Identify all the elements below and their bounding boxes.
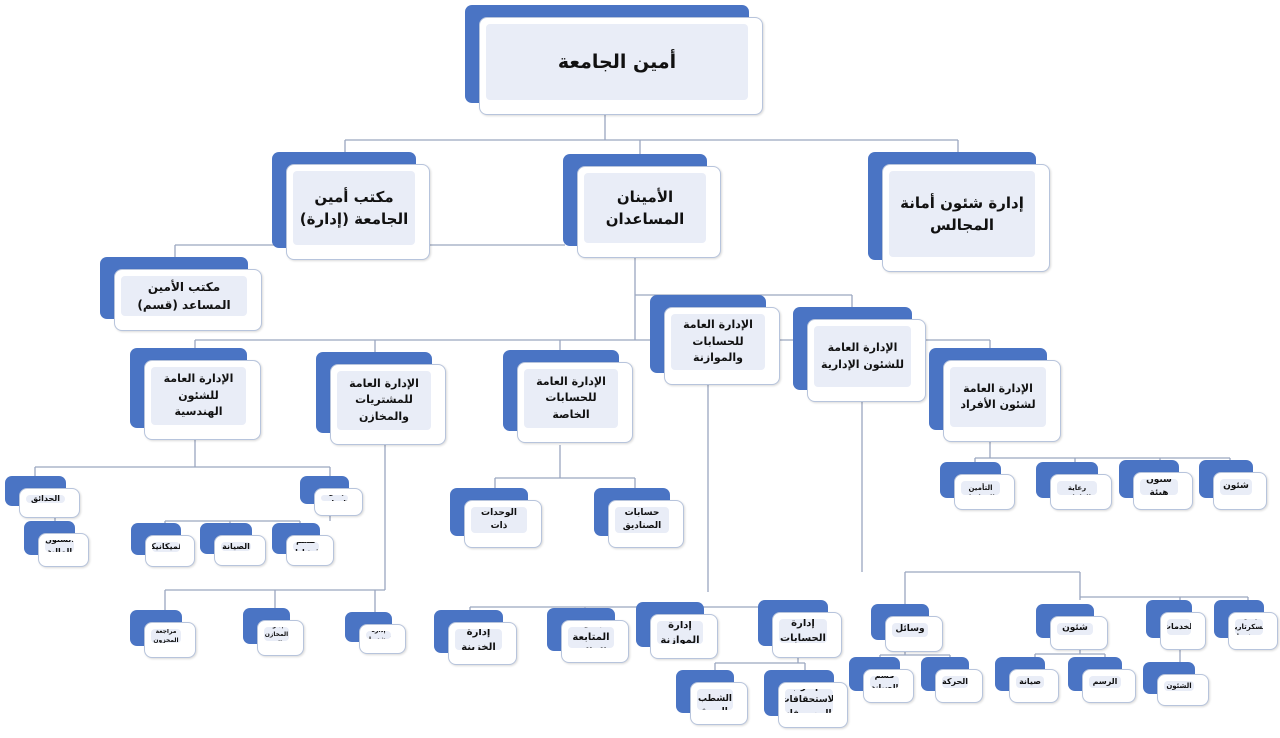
node-hq-affairs: إدارة شئون المقر bbox=[1036, 604, 1108, 650]
node-budget: إدارة الموازنة bbox=[636, 602, 718, 659]
node-finance-admin-section: قسم الشئون المالية والإدارية bbox=[24, 521, 89, 567]
node-movement-operation: قسم الحركة والتشغيل bbox=[921, 657, 983, 703]
node-accounts-budget: الإدارة العامة للحسابات والموازنة bbox=[650, 295, 780, 385]
node-assistant-office: مكتب الأمين المساعد (قسم) bbox=[100, 257, 262, 331]
node-insurance-pensions: إدارة التأمين والمعاشات bbox=[940, 462, 1015, 510]
node-personnel-affairs: الإدارة العامة لشئون الأفراد bbox=[929, 348, 1061, 442]
node-employees-affairs: إدارة شئون العاملين bbox=[1199, 460, 1267, 510]
node-university-secretary: أمين الجامعة bbox=[465, 5, 763, 115]
node-mech-elec: قسم الميكانيكا والكهرباء bbox=[131, 523, 195, 567]
node-councils-affairs: إدارة شئون أمانة المجالس bbox=[868, 152, 1050, 272]
node-transport: إدارة وسائل النقل bbox=[871, 604, 943, 652]
node-buildings: إدارة المباني bbox=[300, 476, 363, 516]
node-secretariat: إدارة السكرتارية والمحفوظات bbox=[1214, 600, 1278, 650]
node-internal-services: إدارة الخدمات الداخلية bbox=[1146, 600, 1206, 650]
node-write-off: قسم الشطب والصرف bbox=[676, 670, 748, 725]
node-secretary-office: مكتب أمين الجامعة (إدارة) bbox=[272, 152, 430, 260]
node-funds-accounts: إدارة حسابات الصناديق الخاصة bbox=[594, 488, 684, 548]
node-faculty-affairs: إدارة شئون هيئة التدريس bbox=[1119, 460, 1193, 510]
node-construction: قسم الإنشاءات bbox=[272, 523, 334, 566]
node-assistant-secretaries: الأمينان المساعدان bbox=[563, 154, 721, 258]
node-maintenance-repairs: قسم الصيانة والترميمات bbox=[200, 523, 266, 566]
node-special-accounts: الإدارة العامة للحسابات الخاصة bbox=[503, 350, 633, 443]
node-maintenance: قسم الصيانة bbox=[849, 657, 914, 703]
node-treasury: إدارة الخزينة bbox=[434, 610, 517, 665]
node-building-maintenance: قسم صيانة المبنى bbox=[995, 657, 1059, 703]
node-entitlements-review: قسم مراجعة الاستحقاقات والمصروفات bbox=[764, 670, 848, 728]
node-stores-custody: إدارة المخازن والعهد bbox=[243, 608, 304, 656]
node-financial-followup: إدارة المتابعة المالية bbox=[547, 608, 629, 663]
node-accounts: إدارة الحسابات bbox=[758, 600, 842, 658]
node-admin-affairs: الإدارة العامة للشئون الإدارية bbox=[793, 307, 926, 402]
node-engineering-affairs: الإدارة العامة للشئون الهندسية bbox=[130, 348, 261, 440]
node-employee-care: إدارة رعاية العاملين bbox=[1036, 462, 1112, 510]
node-drawing-design: قسم الرسم والتصميم bbox=[1068, 657, 1136, 703]
node-purchases-stores: الإدارة العامة للمشتريات والمخازن bbox=[316, 352, 446, 445]
node-purchases: إدارة المشتريات bbox=[345, 612, 406, 654]
node-units-accounts: إدارة حسابات الوحدات ذات الطابع الخاص bbox=[450, 488, 542, 548]
node-general-affairs: قسم الشئون العامة bbox=[1143, 662, 1209, 706]
node-inventory-review: إدارة مراجعة المخزون السلعي bbox=[130, 610, 196, 658]
node-gardens: إدارة الحدائق والمشاتل bbox=[5, 476, 80, 518]
